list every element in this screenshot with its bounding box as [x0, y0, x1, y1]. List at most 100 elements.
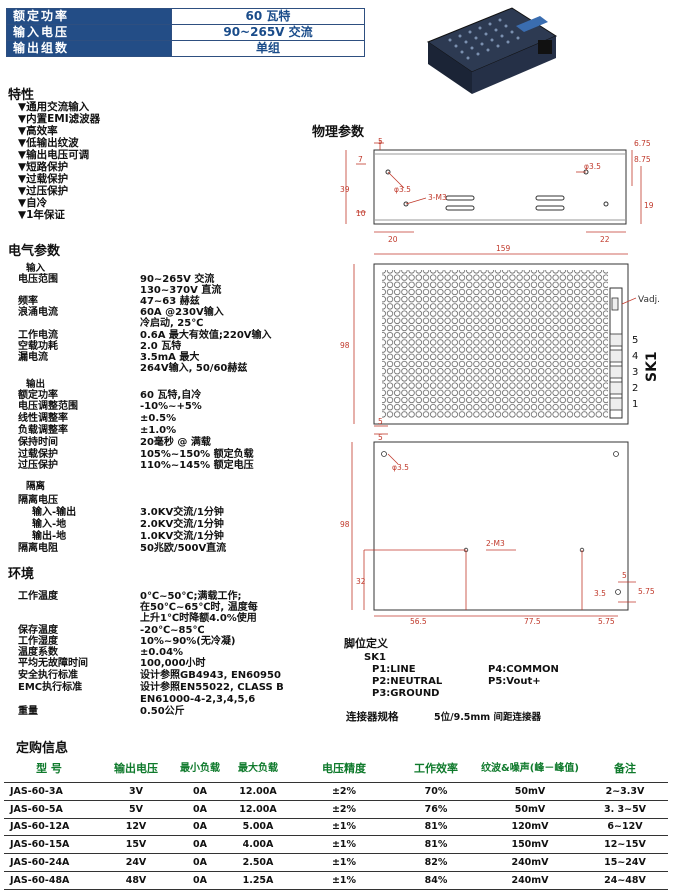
header-label: 额定功率 [6, 8, 172, 25]
spec-key: 电压范围 [18, 274, 58, 285]
pin-def: P3:GROUND [372, 688, 440, 699]
pin-number: 2 [632, 383, 638, 394]
order-cell: 0A [178, 870, 222, 890]
connector-label: 连接器规格 [346, 711, 399, 723]
spec-value: 冷启动, 25℃ [140, 318, 204, 329]
order-cell: JAS-60-15A [4, 835, 94, 854]
dim-label: 3-M3 [428, 193, 447, 202]
feature-item: ▼输出电压可调 [18, 149, 90, 161]
order-cell: ±1% [294, 817, 394, 836]
pin-def: P1:LINE [372, 664, 416, 675]
spec-value: 60A @230V输入 [140, 307, 224, 318]
spec-value: 20毫秒 @ 满载 [140, 437, 211, 448]
spec-key: 安全执行标准 [18, 670, 78, 681]
dim-label: 98 [340, 341, 350, 350]
order-cell: JAS-60-3A [4, 782, 94, 801]
dim-label: 56.5 [410, 617, 427, 626]
dim-label: 5 [378, 433, 383, 442]
spec-value: 设计参照EN55022, CLASS B [140, 682, 284, 693]
order-cell: 1.25A [222, 870, 294, 890]
order-header: 备注 [614, 761, 636, 775]
order-cell: 0A [178, 782, 222, 801]
spec-key: 输出-地 [32, 531, 67, 542]
order-cell: 120mV [478, 817, 582, 836]
spec-key: 频率 [18, 296, 38, 307]
order-cell: JAS-60-24A [4, 853, 94, 872]
spec-value: 60 瓦特,自冷 [140, 390, 202, 401]
order-header: 纹波&噪声(峰－峰值) [481, 762, 579, 774]
table-row: JAS-60-48A 48V 0A 1.25A ±1% 84% 240mV 24… [4, 870, 668, 890]
spec-key: EMC执行标准 [18, 682, 83, 693]
environment-title: 环境 [8, 567, 35, 582]
order-header: 最小负载 [180, 762, 220, 774]
order-cell: 240mV [478, 853, 582, 872]
order-cell: 0A [178, 853, 222, 872]
spec-key: 空载功耗 [18, 341, 58, 352]
order-cell: ±2% [294, 799, 394, 819]
spec-value: 0.6A 最大有效值;220V输入 [140, 330, 272, 341]
spec-key: 平均无故障时间 [18, 658, 88, 669]
features-list: ▼通用交流输入 ▼内置EMI滤波器 ▼高效率 ▼低输出纹波 ▼输出电压可调 ▼短… [18, 101, 100, 221]
header-row: 输出组数 单组 [6, 40, 365, 57]
spec-header-table: 额定功率 60 瓦特 输入电压 90~265V 交流 输出组数 单组 [6, 8, 365, 57]
order-cell: 15V [94, 835, 178, 854]
spec-value: 100,000小时 [140, 658, 206, 669]
dim-label: 6.75 [634, 139, 651, 148]
feature-item: ▼短路保护 [18, 161, 69, 173]
dim-label: φ3.5 [584, 162, 601, 171]
dim-label: 3.5 [594, 589, 606, 598]
spec-value: ±0.04% [140, 647, 184, 658]
order-cell: ±2% [294, 782, 394, 801]
spec-key: 线性调整率 [18, 413, 68, 424]
order-cell: 3V [94, 782, 178, 801]
order-cell: 3. 3~5V [582, 799, 668, 819]
header-value: 单组 [171, 40, 365, 57]
header-value: 90~265V 交流 [171, 24, 365, 41]
order-cell: 5.00A [222, 817, 294, 836]
dim-label: φ3.5 [394, 185, 411, 194]
pin-def: P2:NEUTRAL [372, 676, 443, 687]
feature-item: ▼通用交流输入 [18, 101, 90, 113]
sk1-label: SK1 [644, 351, 660, 382]
order-cell: 2.50A [222, 853, 294, 872]
order-cell: 24V [94, 853, 178, 872]
dim-label: 20 [388, 235, 398, 244]
feature-item: ▼过载保护 [18, 173, 69, 185]
spec-value: 0℃~50℃;满载工作; [140, 591, 242, 602]
spec-value: 47~63 赫兹 [140, 296, 200, 307]
spec-key: 输入-输出 [32, 507, 77, 518]
pin-number: 5 [632, 335, 638, 346]
order-cell: JAS-60-48A [4, 870, 94, 890]
dim-label: φ3.5 [392, 463, 409, 472]
dim-label: 22 [600, 235, 610, 244]
order-cell: 50mV [478, 799, 582, 819]
table-row: JAS-60-5A 5V 0A 12.00A ±2% 76% 50mV 3. 3… [4, 799, 668, 819]
spec-value: 10%~90%(无冷凝) [140, 636, 236, 647]
electrical-title: 电气参数 [8, 244, 61, 259]
feature-item: ▼1年保证 [18, 209, 65, 221]
spec-value: ±1.0% [140, 425, 177, 436]
spec-value: 264V输入, 50/60赫兹 [140, 363, 248, 374]
isolation-subtitle: 隔离 [26, 481, 46, 492]
dim-label: 159 [496, 244, 511, 253]
order-cell: 15~24V [582, 853, 668, 872]
spec-value: EN61000-4-2,3,4,5,6 [140, 694, 256, 705]
order-header: 型 号 [36, 761, 62, 775]
spec-key: 输入-地 [32, 519, 67, 530]
order-cell: 12~15V [582, 835, 668, 854]
order-cell: 70% [394, 782, 478, 801]
pin-def: P4:COMMON [488, 664, 559, 675]
drawing-side-view: 5 7 39 10 20 22 6.75 8.75 19 φ3.5 φ3.5 3… [340, 137, 654, 244]
order-cell: 0A [178, 835, 222, 854]
header-label: 输出组数 [6, 40, 172, 57]
connector-value: 5位/9.5mm 间距连接器 [434, 712, 542, 723]
dim-label: 5 [378, 417, 383, 426]
spec-value: 105%~150% 额定负载 [140, 449, 254, 460]
spec-value: -20℃~85℃ [140, 625, 205, 636]
order-cell: 82% [394, 853, 478, 872]
dim-label: 7 [358, 155, 363, 164]
order-cell: 2~3.3V [582, 782, 668, 801]
dim-label: 39 [340, 185, 350, 194]
dim-label: 32 [356, 577, 366, 586]
spec-value: 50兆欧/500V直流 [140, 543, 227, 554]
